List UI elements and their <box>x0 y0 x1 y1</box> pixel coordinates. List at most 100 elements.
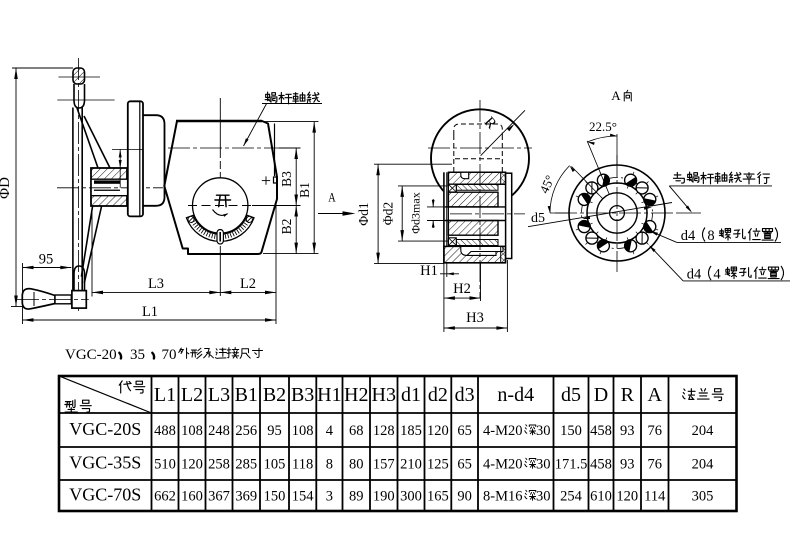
svg-text:89: 89 <box>349 489 364 505</box>
svg-text:150: 150 <box>560 423 582 439</box>
svg-text:190: 190 <box>373 489 395 505</box>
svg-text:171.5: 171.5 <box>555 457 588 473</box>
svg-text:D: D <box>594 384 608 406</box>
svg-text:610: 610 <box>590 489 612 505</box>
svg-text:76: 76 <box>648 423 663 439</box>
svg-text:Φd1: Φd1 <box>356 202 371 225</box>
svg-text:d1: d1 <box>401 384 421 406</box>
svg-text:H1: H1 <box>420 263 438 279</box>
svg-text:114: 114 <box>644 489 666 505</box>
svg-text:300: 300 <box>400 489 422 505</box>
svg-text:L3: L3 <box>148 276 164 292</box>
svg-text:65: 65 <box>457 457 472 473</box>
svg-text:204: 204 <box>692 457 715 473</box>
svg-text:165: 165 <box>427 489 449 505</box>
svg-text:VGC-35S: VGC-35S <box>69 453 141 473</box>
svg-text:H2: H2 <box>344 384 368 406</box>
svg-text:369: 369 <box>235 489 257 505</box>
svg-text:154: 154 <box>292 489 315 505</box>
svg-text:128: 128 <box>373 423 395 439</box>
svg-text:L2: L2 <box>181 384 203 406</box>
svg-text:L1: L1 <box>142 304 158 320</box>
svg-text:B3: B3 <box>279 171 294 187</box>
svg-text:8: 8 <box>707 228 714 244</box>
svg-text:90: 90 <box>457 489 472 505</box>
svg-text:d4: d4 <box>687 267 702 283</box>
svg-text:3: 3 <box>326 489 333 505</box>
svg-text:258: 258 <box>208 457 230 473</box>
svg-text:30: 30 <box>536 489 551 505</box>
svg-text:185: 185 <box>400 423 422 439</box>
svg-text:d2: d2 <box>428 384 448 406</box>
svg-text:160: 160 <box>181 489 203 505</box>
svg-text:125: 125 <box>427 457 449 473</box>
svg-text:254: 254 <box>560 489 583 505</box>
svg-text:305: 305 <box>692 489 714 505</box>
svg-text:285: 285 <box>235 457 257 473</box>
svg-text:93: 93 <box>620 457 635 473</box>
svg-text:B1: B1 <box>297 182 312 198</box>
svg-text:45°: 45° <box>536 173 557 196</box>
svg-text:B2: B2 <box>279 219 294 235</box>
svg-text:30: 30 <box>536 457 551 473</box>
svg-text:ΦD: ΦD <box>0 177 13 199</box>
svg-text:L3: L3 <box>208 384 230 406</box>
svg-text:120: 120 <box>616 489 638 505</box>
svg-text:A: A <box>648 384 663 406</box>
svg-text:4-M20: 4-M20 <box>483 457 522 473</box>
svg-text:93: 93 <box>620 423 635 439</box>
svg-text:L2: L2 <box>240 276 256 292</box>
svg-text:B2: B2 <box>263 384 286 406</box>
svg-text:30: 30 <box>536 423 551 439</box>
svg-text:VGC-20S: VGC-20S <box>69 419 141 439</box>
svg-text:120: 120 <box>181 457 203 473</box>
svg-text:22.5°: 22.5° <box>589 119 617 134</box>
svg-text:L1: L1 <box>154 384 176 406</box>
svg-text:68: 68 <box>349 423 364 439</box>
svg-text:d3: d3 <box>455 384 475 406</box>
svg-text:R: R <box>621 384 635 406</box>
svg-text:118: 118 <box>292 457 313 473</box>
svg-text:Φd3max: Φd3max <box>409 192 423 233</box>
svg-text:108: 108 <box>292 423 314 439</box>
svg-text:120: 120 <box>427 423 449 439</box>
svg-text:d4: d4 <box>681 228 696 244</box>
svg-text:d5: d5 <box>531 211 545 226</box>
svg-text:256: 256 <box>235 423 257 439</box>
svg-text:150: 150 <box>264 489 286 505</box>
svg-text:65: 65 <box>457 423 472 439</box>
svg-text:210: 210 <box>400 457 422 473</box>
svg-text:H2: H2 <box>453 281 471 297</box>
svg-text:105: 105 <box>264 457 286 473</box>
svg-text:H1: H1 <box>317 384 341 406</box>
svg-text:80: 80 <box>349 457 364 473</box>
svg-text:248: 248 <box>208 423 230 439</box>
svg-text:204: 204 <box>692 423 715 439</box>
svg-text:A: A <box>328 192 336 205</box>
svg-text:76: 76 <box>648 457 663 473</box>
svg-text:H3: H3 <box>372 384 396 406</box>
svg-text:8: 8 <box>326 457 333 473</box>
svg-text:4: 4 <box>326 423 334 439</box>
svg-text:H3: H3 <box>466 310 484 326</box>
svg-text:n-d4: n-d4 <box>497 384 534 406</box>
svg-text:458: 458 <box>590 457 612 473</box>
svg-text:157: 157 <box>373 457 395 473</box>
svg-text:488: 488 <box>154 423 176 439</box>
svg-text:108: 108 <box>181 423 203 439</box>
svg-text:Φd2: Φd2 <box>381 202 396 225</box>
svg-text:4: 4 <box>713 267 721 283</box>
svg-text:35: 35 <box>130 347 145 363</box>
svg-text:B3: B3 <box>291 384 314 406</box>
svg-text:d5: d5 <box>561 384 581 406</box>
svg-text:VGC-20: VGC-20 <box>65 347 117 363</box>
svg-text:367: 367 <box>208 489 230 505</box>
svg-text:70: 70 <box>162 347 177 363</box>
svg-text:8-M16: 8-M16 <box>483 489 522 505</box>
svg-text:A: A <box>611 88 621 103</box>
svg-text:510: 510 <box>154 457 176 473</box>
svg-text:4-M20: 4-M20 <box>483 423 522 439</box>
svg-text:B1: B1 <box>235 384 258 406</box>
svg-text:95: 95 <box>267 423 282 439</box>
svg-text:VGC-70S: VGC-70S <box>69 485 141 505</box>
